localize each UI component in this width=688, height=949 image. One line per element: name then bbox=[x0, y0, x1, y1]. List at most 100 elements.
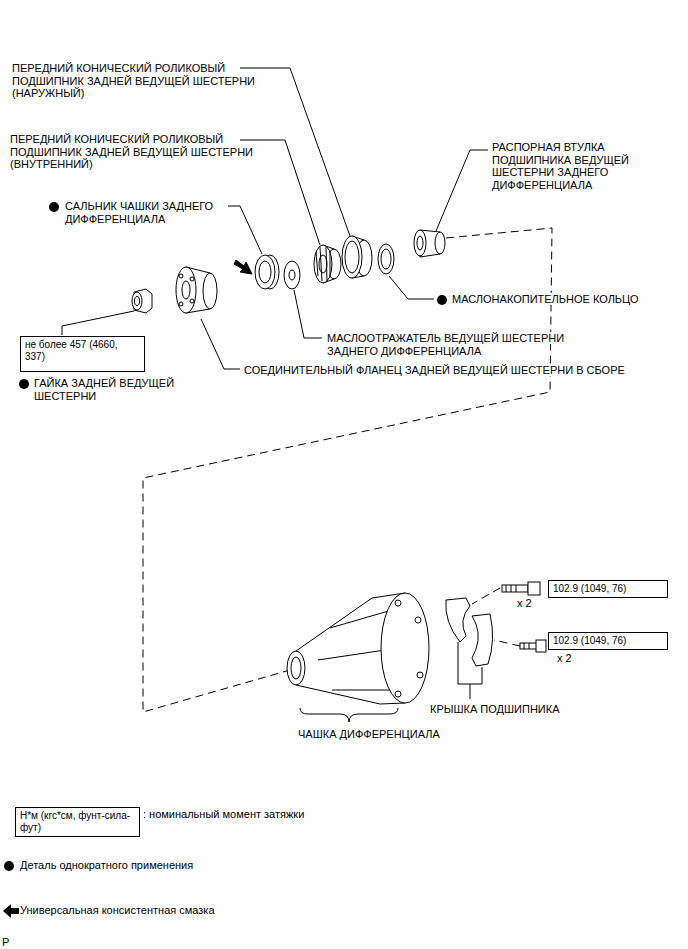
part-label: РАСПОРНАЯ ВТУЛКА ПОДШИПНИКА ВЕДУЩЕЙ ШЕСТ… bbox=[492, 141, 629, 191]
bolt-drawing bbox=[520, 643, 538, 649]
differential-carrier-drawing bbox=[395, 691, 401, 697]
one-time-use-dot bbox=[49, 202, 59, 212]
grease-legend-arrow bbox=[3, 904, 19, 918]
legend-text: Универсальная консистентная смазка bbox=[20, 904, 215, 916]
outer-bearing-cup-drawing bbox=[342, 236, 362, 278]
part-label: РАСПОРНАЯ ВТУЛКА ПОДШИПНИКА ВЕДУЩЕЙ ШЕСТ… bbox=[492, 141, 647, 191]
flange-drawing bbox=[190, 277, 194, 281]
bolt-drawing bbox=[524, 643, 529, 649]
grease-arrow bbox=[234, 260, 252, 274]
leader-line bbox=[62, 68, 488, 722]
one-time-use-dot bbox=[437, 295, 447, 305]
oil-deflector-drawing bbox=[284, 261, 300, 289]
bolt-drawing bbox=[502, 582, 546, 652]
oil-ring-drawing bbox=[381, 249, 391, 269]
part-label: ПЕРЕДНИЙ КОНИЧЕСКИЙ РОЛИКОВЫЙ ПОДШИПНИК … bbox=[12, 62, 287, 100]
bolt-drawing bbox=[536, 640, 546, 652]
flange-drawing bbox=[179, 274, 183, 278]
leader-line bbox=[294, 290, 322, 338]
page-marker: P bbox=[2, 936, 9, 949]
part-label: ЧАШКА ДИФФЕРЕНЦИАЛА bbox=[298, 728, 440, 741]
one-time-use-dot bbox=[4, 861, 14, 871]
torque-value: 102.9 (1049, 76) bbox=[553, 635, 663, 647]
part-label: САЛЬНИК ЧАШКИ ЗАДНЕГО ДИФФЕРЕНЦИАЛА bbox=[65, 200, 213, 225]
dashed-assembly-line bbox=[494, 640, 520, 646]
flange-drawing bbox=[176, 267, 196, 313]
nut-drawing bbox=[135, 297, 140, 306]
leader-line bbox=[240, 68, 350, 236]
outer-bearing-cup-drawing bbox=[342, 236, 372, 278]
legend-text: Деталь однократного применения bbox=[20, 859, 193, 871]
quantity-label: x 2 bbox=[557, 652, 572, 665]
spacer-drawing bbox=[414, 230, 426, 256]
bolt-drawing bbox=[528, 582, 540, 595]
legend-text: : номинальный момент затяжки bbox=[143, 808, 304, 820]
bearing-cap-drawing bbox=[472, 614, 493, 666]
outer-bearing-cup-drawing bbox=[345, 241, 359, 273]
nut-drawing bbox=[132, 292, 142, 310]
flange-drawing bbox=[179, 302, 183, 306]
flange-drawing bbox=[203, 273, 217, 309]
torque-value: не более 457 (4660, 337) bbox=[25, 339, 140, 363]
one-time-use-dot bbox=[19, 379, 29, 389]
quantity-label: x 2 bbox=[517, 597, 532, 609]
part-label: ГАЙКА ЗАДНЕЙ ВЕДУЩЕЙ ШЕСТЕРНИ bbox=[34, 377, 174, 402]
flange-drawing bbox=[182, 281, 190, 299]
part-label: МАСЛОНАКОПИТЕЛЬНОЕ КОЛЬЦО bbox=[452, 293, 639, 306]
leader-line bbox=[201, 319, 240, 369]
torque-box: не более 457 (4660, 337) bbox=[20, 336, 145, 372]
inner-bearing-drawing bbox=[316, 247, 330, 281]
quantity-label: x 2 bbox=[557, 652, 572, 664]
part-label: ПЕРЕДНИЙ КОНИЧЕСКИЙ РОЛИКОВЫЙ ПОДШИПНИК … bbox=[10, 133, 285, 171]
differential-carrier-drawing bbox=[291, 657, 301, 679]
part-label: МАСЛООТРАЖАТЕЛЬ ВЕДУЩЕЙ ШЕСТЕРНИ ЗАДНЕГО… bbox=[327, 332, 564, 357]
nut-drawing bbox=[132, 289, 152, 313]
torque-box: 102.9 (1049, 76) bbox=[548, 580, 668, 598]
torque-box: 102.9 (1049, 76) bbox=[548, 632, 668, 650]
flange-drawing bbox=[176, 267, 217, 313]
part-label: КРЫШКА ПОДШИПНИКА bbox=[430, 703, 560, 716]
part-label: ПЕРЕДНИЙ КОНИЧЕСКИЙ РОЛИКОВЫЙ ПОДШИПНИК … bbox=[10, 133, 253, 170]
differential-carrier-drawing bbox=[395, 600, 401, 606]
leader-line bbox=[436, 150, 488, 231]
part-label: ПЕРЕДНИЙ КОНИЧЕСКИЙ РОЛИКОВЫЙ ПОДШИПНИК … bbox=[12, 62, 255, 99]
bolt-drawing bbox=[506, 585, 516, 592]
legend-entry: : номинальный момент затяжки bbox=[143, 808, 304, 821]
part-label: САЛЬНИК ЧАШКИ ЗАДНЕГО ДИФФЕРЕНЦИАЛА bbox=[65, 200, 240, 225]
torque-value: Н*м (кгс*см, фунт-сила-фут) bbox=[20, 810, 135, 834]
inner-bearing-drawing bbox=[314, 245, 332, 283]
oil-seal-drawing bbox=[255, 255, 279, 289]
leader-line bbox=[228, 206, 262, 254]
one-time-use-dot bbox=[4, 202, 447, 871]
part-label: ЧАШКА ДИФФЕРЕНЦИАЛА bbox=[298, 728, 440, 740]
dashed-assembly-line bbox=[472, 588, 500, 604]
page-marker: P bbox=[2, 936, 9, 948]
bolt-drawing bbox=[502, 585, 528, 592]
leader-line bbox=[62, 311, 134, 335]
oil-deflector-drawing bbox=[289, 270, 295, 280]
quantity-label: x 2 bbox=[517, 597, 532, 610]
part-label: ГАЙКА ЗАДНЕЙ ВЕДУЩЕЙ ШЕСТЕРНИ bbox=[34, 377, 194, 402]
differential-carrier-drawing bbox=[381, 593, 429, 703]
legend-torque-box: Н*м (кгс*см, фунт-сила-фут) bbox=[15, 807, 140, 837]
spacer-drawing bbox=[414, 230, 445, 257]
part-label: СОЕДИНИТЕЛЬНЫЙ ФЛАНЕЦ ЗАДНЕЙ ВЕДУЩЕЙ ШЕС… bbox=[244, 364, 625, 377]
spacer-drawing bbox=[417, 236, 423, 250]
part-label: КРЫШКА ПОДШИПНИКА bbox=[430, 703, 560, 715]
differential-carrier-drawing bbox=[287, 593, 429, 704]
torque-value: 102.9 (1049, 76) bbox=[553, 583, 663, 595]
oil-ring-drawing bbox=[378, 244, 394, 274]
grease-arrow bbox=[234, 260, 252, 274]
legend-entry: Деталь однократного применения bbox=[20, 859, 193, 872]
oil-seal-drawing bbox=[255, 255, 275, 289]
inner-bearing-drawing bbox=[314, 245, 341, 283]
leader-line bbox=[389, 276, 434, 299]
legend-entry: Универсальная консистентная смазка bbox=[20, 904, 215, 917]
leader-line bbox=[300, 708, 398, 722]
differential-carrier-drawing bbox=[415, 617, 421, 623]
spacer-drawing bbox=[435, 232, 445, 254]
differential-carrier-drawing bbox=[417, 672, 423, 678]
part-label: МАСЛООТРАЖАТЕЛЬ ВЕДУЩЕЙ ШЕСТЕРНИ ЗАДНЕГО… bbox=[327, 332, 582, 357]
oil-deflector-drawing bbox=[284, 261, 300, 289]
